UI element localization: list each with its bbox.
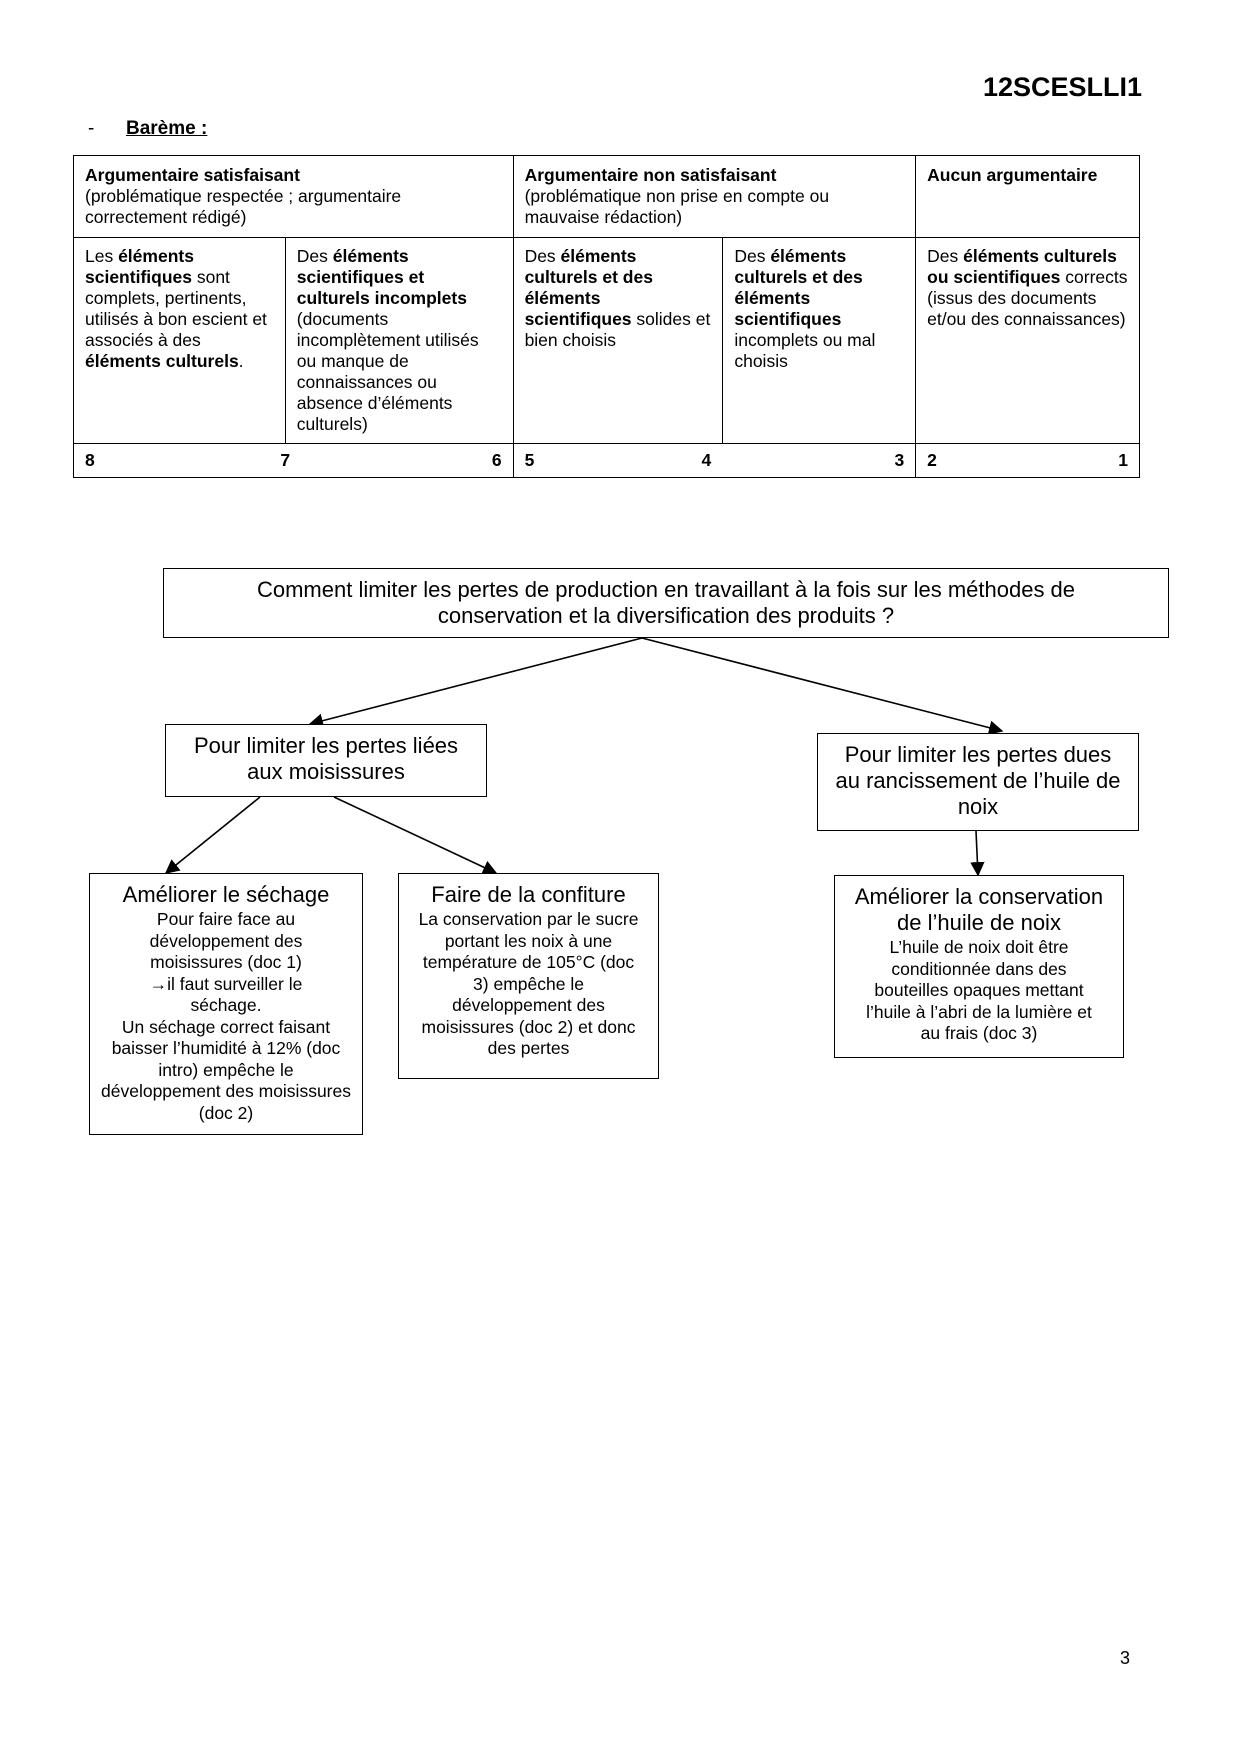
- leaf-confiture-box: Faire de la confiture La conservation pa…: [398, 873, 659, 1079]
- arrow-left-leaf2: [333, 796, 498, 875]
- branch-left-box: Pour limiter les pertes liées aux moisis…: [165, 724, 487, 797]
- header-aucun: Aucun argumentaire: [915, 155, 1140, 238]
- table-cell: Des éléments culturels ou scientifiques …: [915, 237, 1140, 444]
- bullet-dash: -: [88, 118, 95, 139]
- table-cell: Des éléments culturels et des éléments s…: [722, 237, 917, 444]
- root-question-box: Comment limiter les pertes de production…: [163, 568, 1169, 638]
- table-cell: Les éléments scientifiques sont complets…: [73, 237, 286, 444]
- leaf-sechage-box: Améliorer le séchage Pour faire face au …: [89, 873, 363, 1135]
- arrow-right-leaf3: [970, 830, 985, 877]
- bareme-heading: - Barème :: [88, 118, 207, 140]
- arrow-left-leaf1: [164, 796, 261, 874]
- branch-right-box: Pour limiter les pertes dues au rancisse…: [817, 733, 1139, 831]
- header-non-satisfaisant: Argumentaire non satisfaisant (problémat…: [512, 155, 917, 238]
- header-satisfaisant: Argumentaire satisfaisant (problématique…: [73, 155, 514, 238]
- table-description-row: Les éléments scientifiques sont complets…: [73, 237, 1140, 444]
- bareme-label: Barème :: [126, 118, 208, 139]
- grading-table: Argumentaire satisfaisant (problématique…: [73, 155, 1140, 478]
- arrow-root-right: [641, 637, 1004, 735]
- table-cell: Des éléments scientifiques et culturels …: [284, 237, 514, 444]
- table-header-row: Argumentaire satisfaisant (problématique…: [73, 155, 1140, 238]
- page-number: 3: [1119, 1648, 1130, 1668]
- arrow-root-left: [308, 637, 643, 728]
- document-code: 12SCESLLI1: [982, 72, 1142, 102]
- leaf-huile-box: Améliorer la conservation de l’huile de …: [834, 875, 1124, 1058]
- table-cell: Des éléments culturels et des éléments s…: [512, 237, 724, 444]
